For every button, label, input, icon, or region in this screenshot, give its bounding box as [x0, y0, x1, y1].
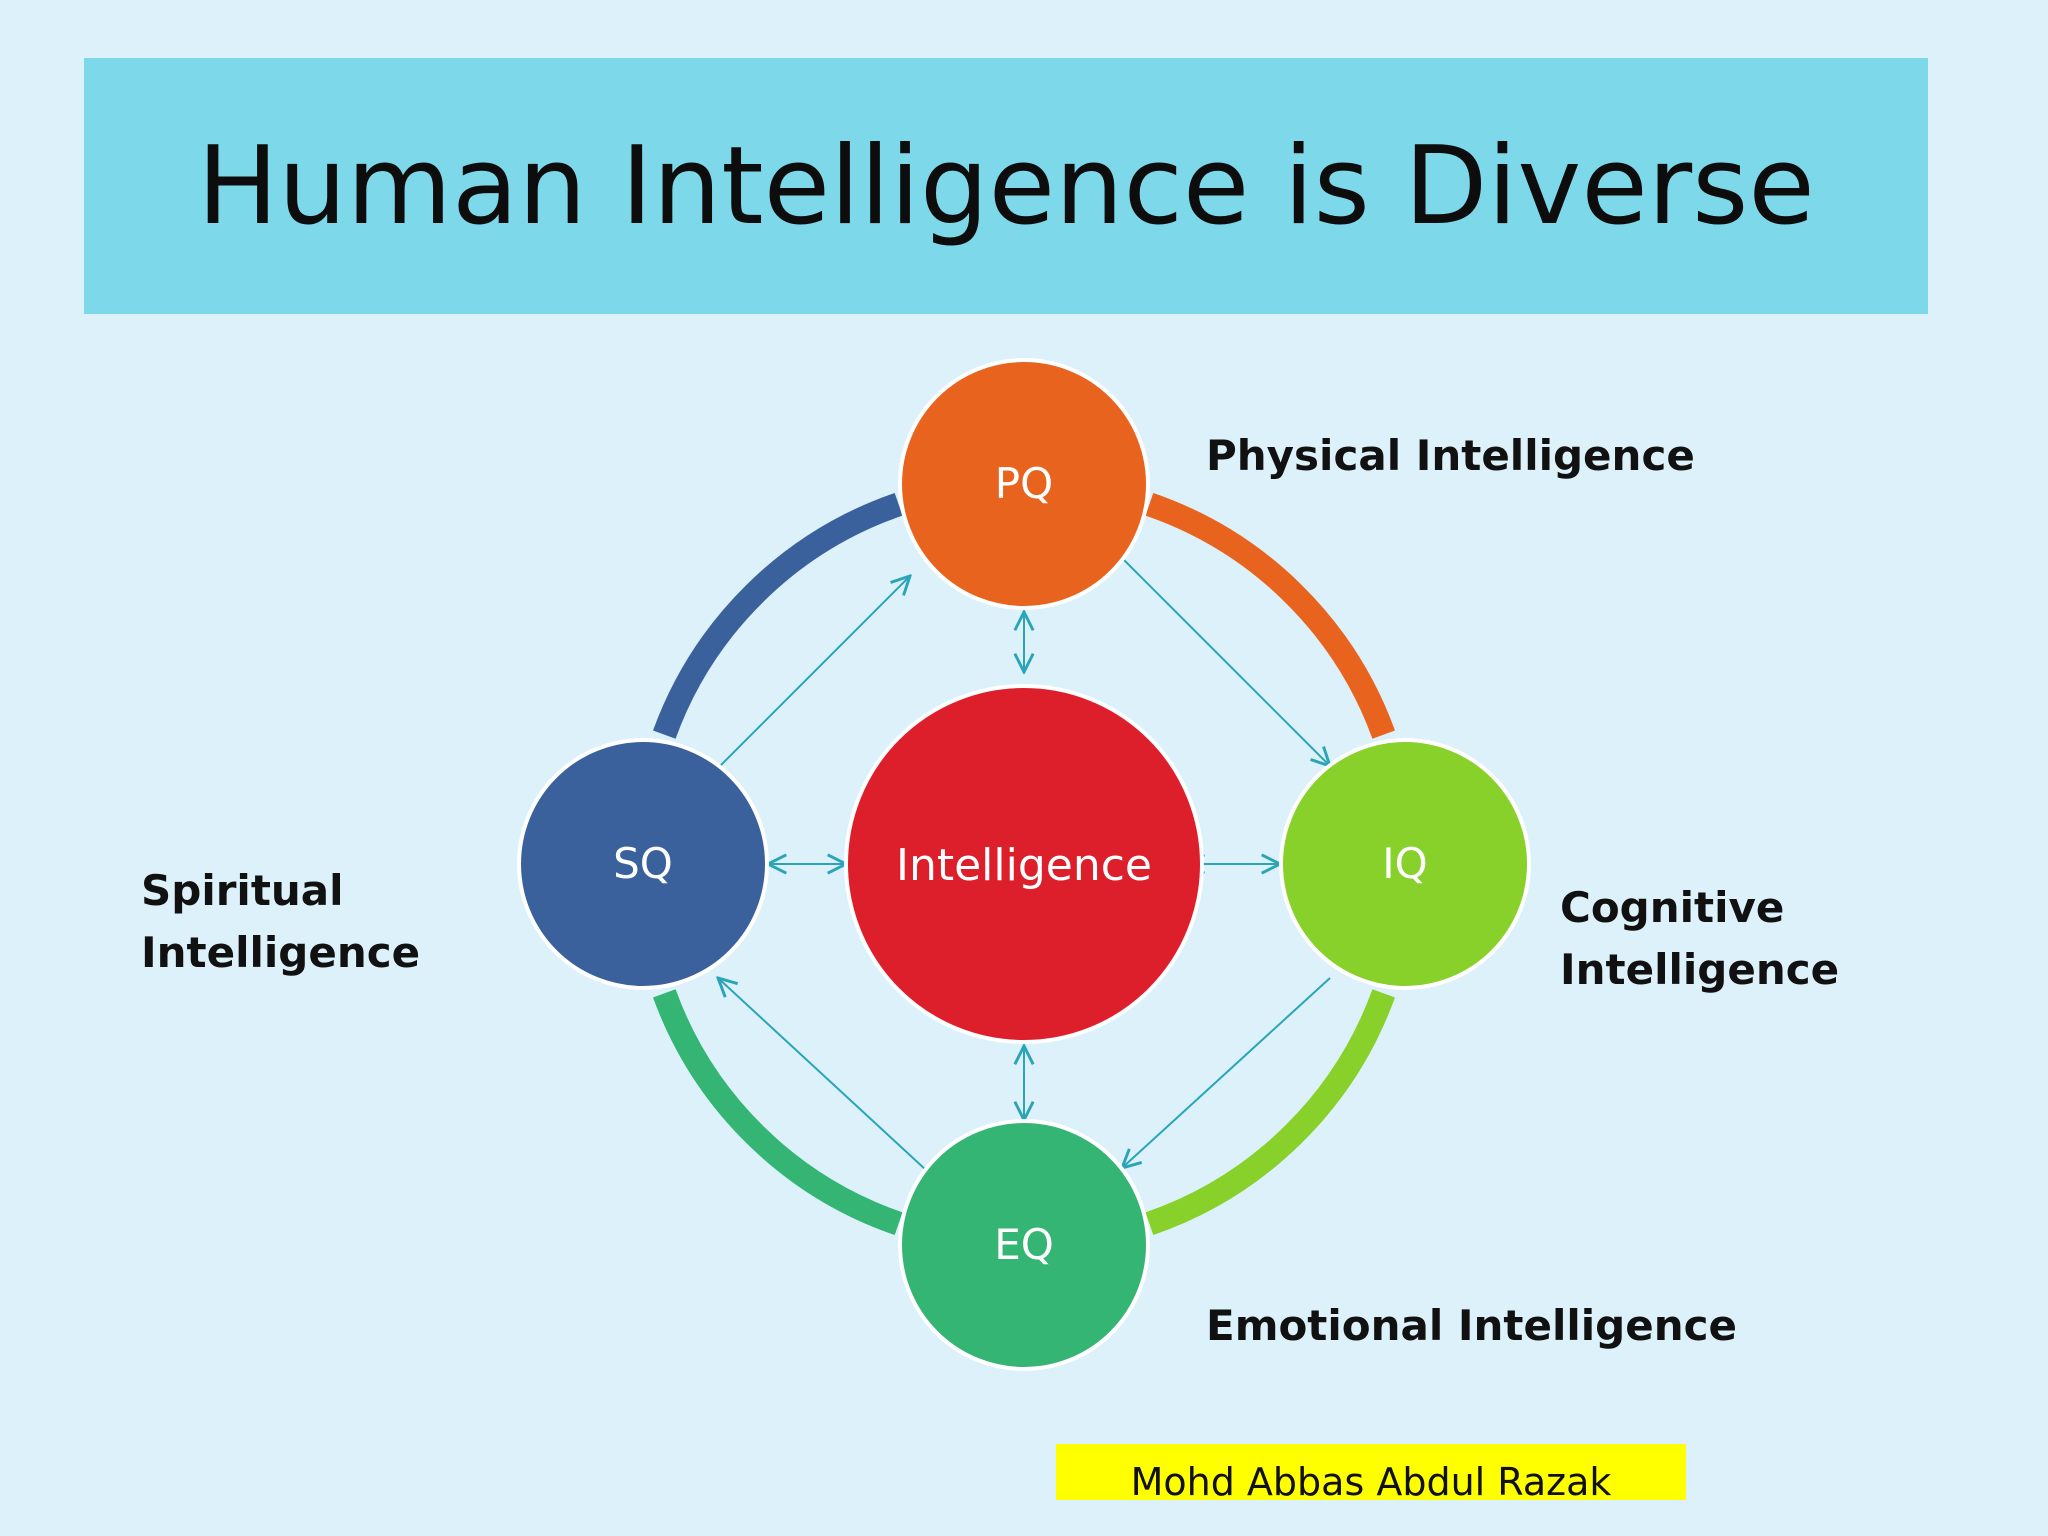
node-center-label: Intelligence [896, 840, 1152, 891]
node-iq-label: IQ [1382, 839, 1427, 888]
author-name: Mohd Abbas Abdul Razak [1130, 1460, 1612, 1504]
arrow-sq-to-pq [717, 576, 910, 769]
label-cognitive: Cognitive Intelligence [1560, 877, 1839, 1001]
label-physical-text: Physical Intelligence [1206, 431, 1695, 480]
arrow-iq-to-eq [1122, 977, 1331, 1168]
node-pq-label: PQ [995, 459, 1053, 508]
slide-title: Human Intelligence is Diverse [197, 123, 1815, 249]
node-sq-label: SQ [613, 839, 673, 888]
label-emotional-text: Emotional Intelligence [1206, 1301, 1738, 1350]
label-spiritual-line2: Intelligence [141, 928, 421, 977]
node-eq: EQ [898, 1119, 1150, 1371]
node-center: Intelligence [844, 684, 1204, 1044]
title-banner: Human Intelligence is Diverse [84, 58, 1928, 314]
label-cognitive-line1: Cognitive [1560, 883, 1785, 932]
label-spiritual: Spiritual Intelligence [141, 860, 420, 984]
label-emotional: Emotional Intelligence [1206, 1295, 1737, 1357]
arc-eq-sq [653, 989, 903, 1236]
arc-pq-iq [1145, 492, 1395, 739]
arrow-eq-to-sq [718, 978, 927, 1171]
node-pq: PQ [898, 358, 1150, 610]
arrow-pq-to-iq [1121, 557, 1330, 766]
label-spiritual-line1: Spiritual [141, 866, 344, 915]
label-cognitive-line2: Intelligence [1560, 945, 1840, 994]
node-sq: SQ [517, 738, 769, 990]
node-iq: IQ [1279, 738, 1531, 990]
author-highlight: Mohd Abbas Abdul Razak [1056, 1444, 1686, 1504]
arc-iq-eq [1145, 989, 1395, 1236]
arc-sq-pq [653, 492, 903, 739]
label-physical: Physical Intelligence [1206, 425, 1695, 487]
node-eq-label: EQ [994, 1220, 1054, 1269]
